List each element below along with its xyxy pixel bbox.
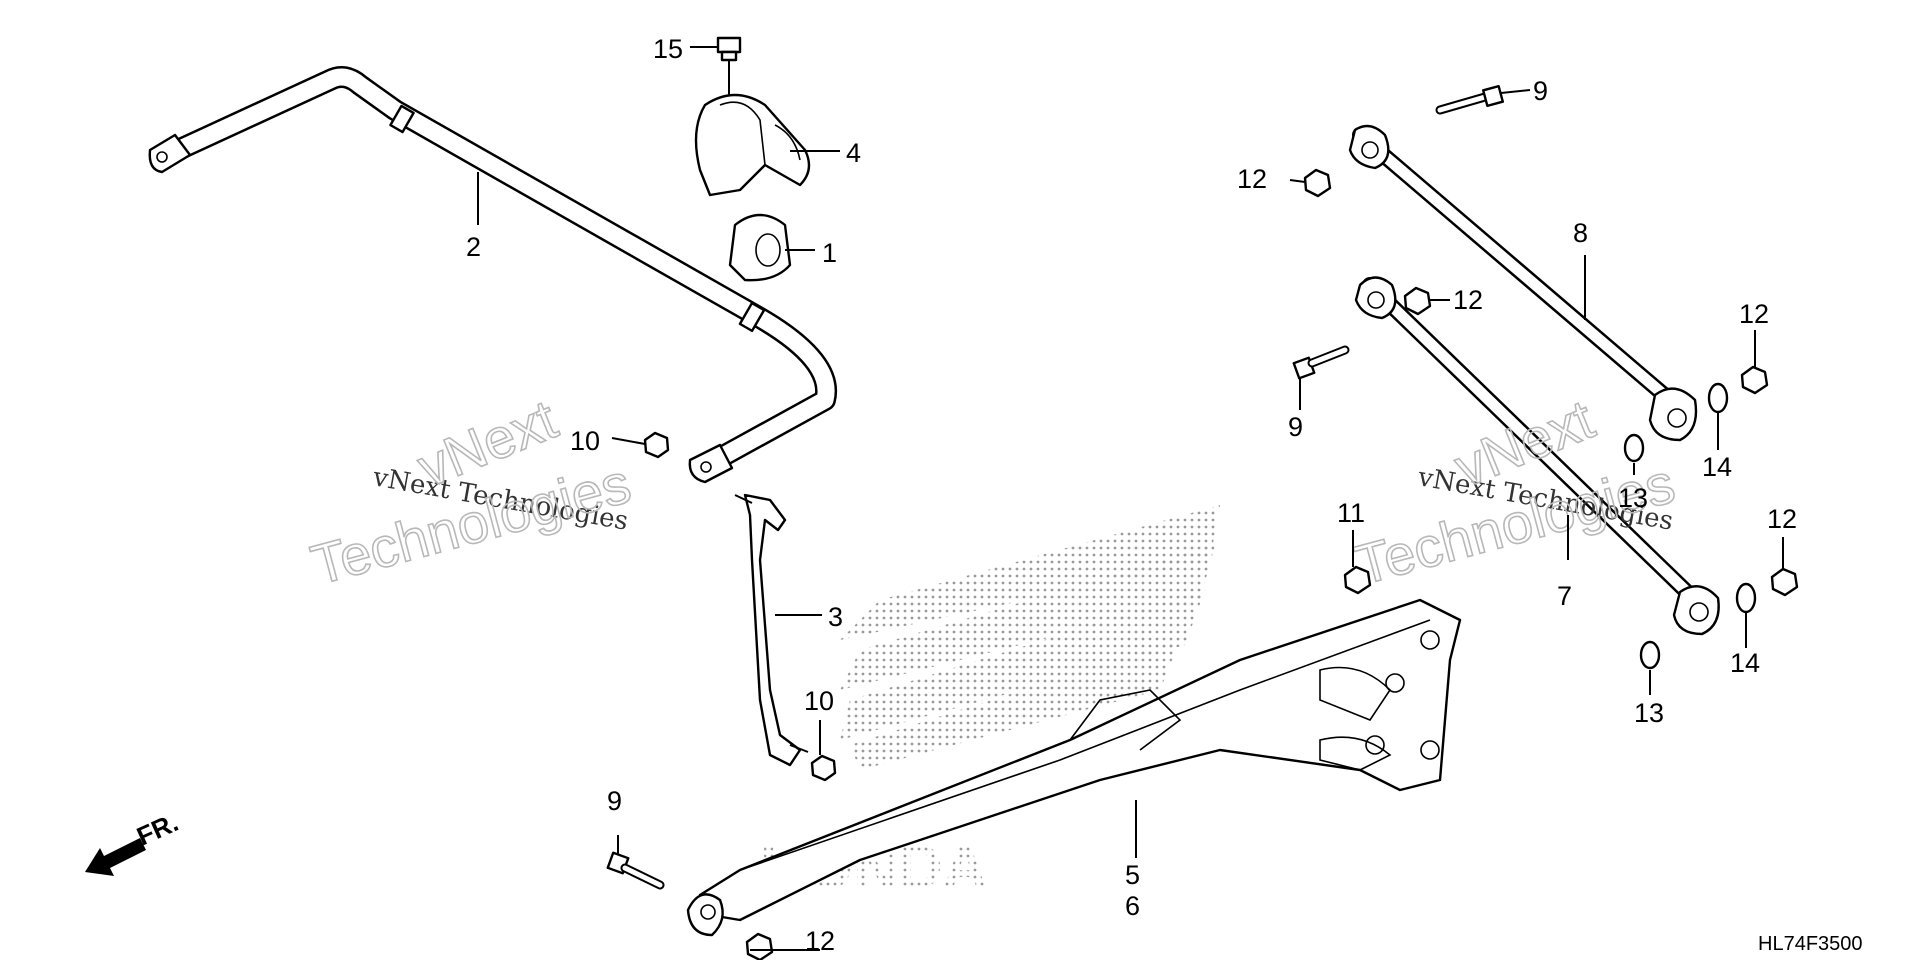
label-part-14-lower: 14 [1730,648,1760,678]
washer-13-upper [1623,433,1645,463]
label-part-4: 4 [846,138,861,168]
label-part-9-middle: 9 [1288,412,1303,442]
bolt-9-bottom [606,851,665,890]
label-part-15: 15 [653,34,683,64]
label-part-11: 11 [1337,498,1365,528]
nut-12-d [1770,567,1799,597]
leader-lines [477,46,1784,951]
front-direction-arrow: FR. [85,807,183,876]
bolt-9-middle [1292,345,1350,380]
label-part-14-upper: 14 [1702,452,1732,482]
label-part-13-lower: 13 [1634,698,1664,728]
label-part-2: 2 [466,232,481,262]
label-part-12-c: 12 [1739,299,1769,329]
label-part-9-bottom: 9 [607,786,622,816]
nut-10-upper [643,431,670,459]
watermark-left: vNext Technologies vNext Technologies [304,386,638,597]
label-part-10-upper: 10 [570,426,600,456]
label-part-12-d: 12 [1767,504,1797,534]
stabilizer-link-3 [734,493,809,767]
label-part-5: 5 [1125,860,1140,890]
nut-12-b [1403,286,1432,316]
washer-14-upper [1707,382,1729,414]
label-part-12-b: 12 [1453,285,1483,315]
label-part-12-a: 12 [1237,164,1267,194]
bushing-1 [728,213,792,282]
label-part-9-top: 9 [1533,76,1548,106]
nut-10-lower [810,754,837,782]
label-part-13-upper: 13 [1618,483,1648,513]
label-part-8: 8 [1573,218,1588,248]
label-part-6: 6 [1125,891,1140,921]
trailing-arm-5-6 [686,598,1462,937]
nut-12-c [1740,365,1769,395]
label-part-1: 1 [822,238,837,268]
label-part-12-e: 12 [805,926,835,956]
label-part-10-lower: 10 [804,686,834,716]
label-part-7: 7 [1557,581,1572,611]
bolt-9-top [1435,85,1504,115]
link-rod-7 [1354,276,1720,636]
nut-11 [1343,565,1372,595]
part-labels: 1 2 3 4 5 6 7 8 9 9 9 10 10 11 12 12 12 … [466,34,1797,956]
stabilizer-bar [148,65,838,484]
link-rod-8 [1348,124,1698,442]
diagram-code: HL74F3500 [1758,933,1863,955]
washer-14-lower [1735,582,1757,614]
washer-13-lower [1639,640,1661,670]
bushing-holder-4 [694,93,811,197]
nut-12-a [1303,168,1332,198]
nut-12-e [745,932,774,960]
label-part-3: 3 [828,602,843,632]
